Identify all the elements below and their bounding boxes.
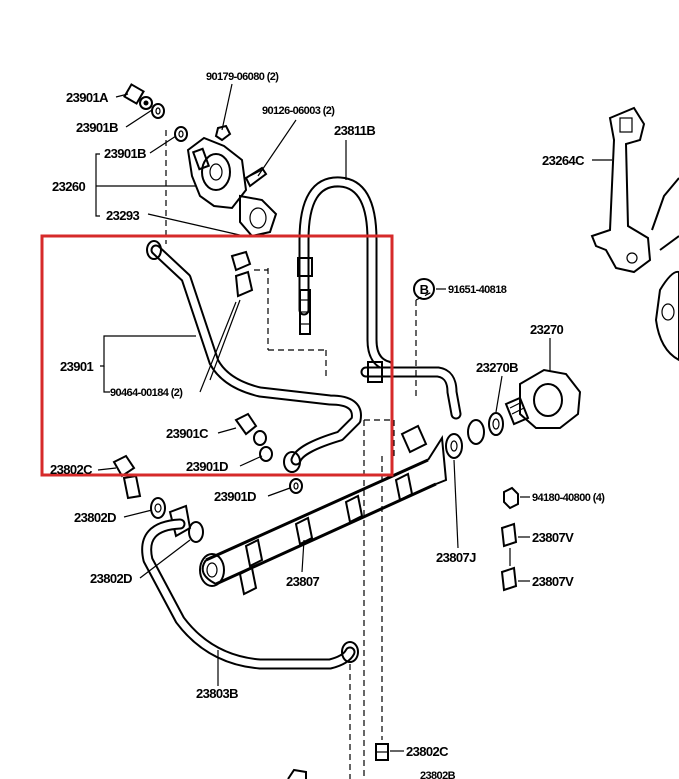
reference-b-marker: B [413,278,435,300]
label-23807J: 23807J [436,550,476,565]
damper-23270 [504,368,582,429]
fitting-23901A [123,83,153,110]
label-23901B-2: 23901B [104,146,146,161]
hose-23811B [297,176,394,372]
leader-lines [95,83,612,752]
label-23264C: 23264C [542,153,585,168]
alignment-lines [165,130,433,779]
screw-90126 [244,166,268,188]
fuel-pipe-23901 [146,240,462,473]
label-23260: 23260 [52,179,86,194]
label-23901C: 23901C [166,426,209,441]
label-23803B: 23803B [196,686,238,701]
fitting-23802C-bottom [287,743,389,779]
washer-23901D [259,446,303,494]
label-23807V-2: 23807V [532,574,574,589]
label-90126: 90126-06003 (2) [262,105,335,117]
gasket-23807J [445,419,485,459]
gasket-23270B [488,412,504,436]
label-94180: 94180-40800 (4) [532,492,605,504]
highlight-box [40,234,394,477]
label-23802B: 23802B [420,770,456,779]
label-23811B: 23811B [334,123,375,138]
label-23270: 23270 [530,322,564,337]
washer-23901B [151,103,165,119]
bolt-90179 [214,124,232,142]
label-23293: 23293 [106,208,140,223]
label-23901D-2: 23901D [214,489,256,504]
label-23270B: 23270B [476,360,518,375]
label-23901: 23901 [60,359,94,374]
label-90179: 90179-06080 (2) [206,71,279,83]
label-23802C: 23802C [50,462,93,477]
label-23802D-2: 23802D [90,571,132,586]
delivery-pipe-23807 [199,424,448,596]
label-23901D: 23901D [186,459,228,474]
washer-23802D [150,497,204,543]
label-23901B: 23901B [76,120,118,135]
label-23807: 23807 [286,574,320,589]
nut-94180 [503,486,519,510]
fitting-23802C [112,454,142,500]
label-23802D: 23802D [74,510,116,525]
clamp-90464 [209,250,254,381]
bracket-23264C [590,106,679,362]
label-23901A: 23901A [66,90,109,105]
label-90464: 90464-00184 (2) [110,387,183,399]
label-91651: 91651-40818 [448,284,507,296]
part-labels: 23901A 23901B 23901B 23260 23293 90179-0… [50,71,606,779]
reference-b-letter: B [420,282,429,297]
union-bolt-23901C [234,412,267,446]
pressure-regulator-23260 [186,136,278,238]
label-23802C-2: 23802C [406,744,449,759]
return-pipe-23803B [141,518,359,670]
washer-23901B-2 [174,126,188,142]
label-23807V: 23807V [532,530,574,545]
insulator-23807V [500,522,518,592]
